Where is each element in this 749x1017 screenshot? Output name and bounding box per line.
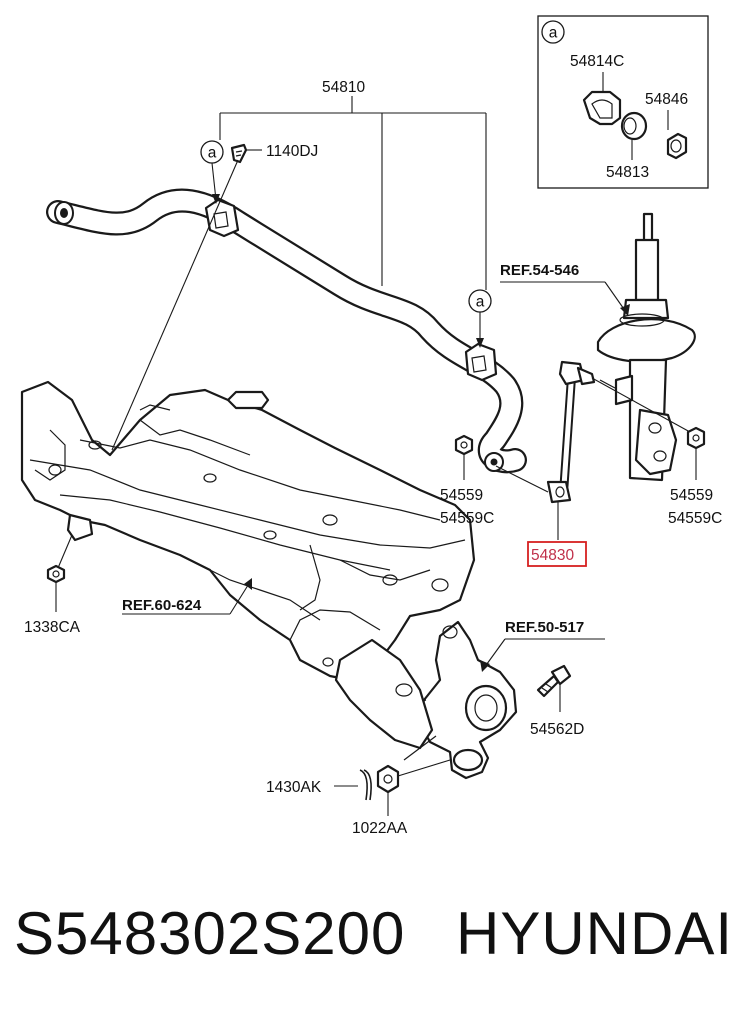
inset-callout-letter: a bbox=[549, 25, 558, 42]
callout-a-left-letter: a bbox=[208, 145, 217, 162]
callout-a-left: a bbox=[200, 140, 224, 204]
label-54846: 54846 bbox=[645, 91, 688, 108]
inset-callout-circle: a bbox=[541, 20, 565, 44]
part-number: S548302S200 bbox=[14, 900, 406, 967]
highlighted-part-callout: 54830 bbox=[527, 502, 587, 567]
label-54814C: 54814C bbox=[570, 53, 624, 70]
label-ref-60-624: REF.60-624 bbox=[122, 597, 202, 614]
stabilizer-bracket-shape bbox=[582, 90, 622, 126]
bolt-1140DJ bbox=[111, 143, 262, 451]
callout-a-right: a bbox=[468, 289, 492, 348]
brand-name: HYUNDAI bbox=[456, 900, 734, 967]
bolt-54562D bbox=[536, 664, 572, 712]
subframe bbox=[20, 380, 476, 682]
label-54559-right: 54559 bbox=[670, 487, 713, 504]
label-54559C-left: 54559C bbox=[440, 510, 494, 527]
strut-assembly bbox=[596, 212, 696, 482]
label-54559C-right: 54559C bbox=[668, 510, 722, 527]
nut-54559-left bbox=[454, 434, 474, 480]
label-54559-left: 54559 bbox=[440, 487, 483, 504]
label-1338CA: 1338CA bbox=[24, 619, 81, 636]
label-54830-highlighted: 54830 bbox=[531, 547, 574, 564]
parts-diagram: .part { fill: #ffffff; stroke: #1a1a1a; … bbox=[20, 15, 722, 837]
label-ref-50-517: REF.50-517 bbox=[505, 619, 584, 636]
lower-control-arm bbox=[334, 638, 434, 750]
label-54810: 54810 bbox=[322, 79, 365, 96]
label-ref-54-546: REF.54-546 bbox=[500, 262, 579, 279]
stabilizer-bar bbox=[46, 188, 527, 474]
label-1430AK: 1430AK bbox=[266, 779, 322, 796]
label-1140DJ: 1140DJ bbox=[266, 143, 318, 160]
ref-50-517-callout: REF.50-517 bbox=[480, 619, 605, 672]
ref-54-546-callout: REF.54-546 bbox=[500, 262, 630, 316]
label-54562D: 54562D bbox=[530, 721, 584, 738]
callout-a-right-letter: a bbox=[476, 294, 485, 311]
castle-nut-1022AA bbox=[376, 759, 451, 816]
ring-shape bbox=[666, 132, 688, 160]
inset-detail: a 54814C 54846 54813 bbox=[537, 15, 709, 189]
nut-54559-right bbox=[686, 426, 706, 480]
label-1022AA: 1022AA bbox=[352, 820, 408, 837]
cotter-pin-1430AK bbox=[334, 769, 372, 801]
nut-1338CA bbox=[46, 534, 73, 612]
stabilizer-link-54830 bbox=[495, 360, 691, 504]
ref-60-624-callout: REF.60-624 bbox=[122, 578, 252, 615]
label-54813: 54813 bbox=[606, 164, 649, 181]
bushing-shape bbox=[620, 111, 648, 141]
